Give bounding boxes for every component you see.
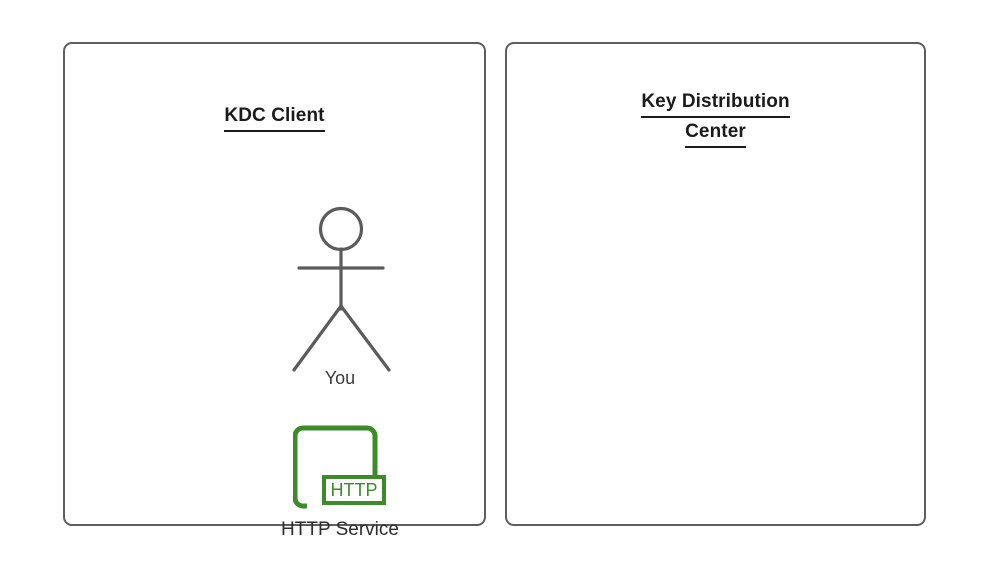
panel-title-line-1: Key Distribution [641,88,790,118]
panel-kdc-client-title: KDC Client [65,102,484,132]
stick-figure-icon [245,199,435,394]
panel-title-line-2: Center [685,118,746,148]
panel-key-distribution-center[interactable]: Key Distribution Center Authentication S… [505,42,926,526]
actor-label-you: You [324,368,356,388]
http-service-label: HTTP Service [281,519,399,540]
http-service-icon: HTTP [293,424,389,512]
panel-kdc-title: Key Distribution Center [507,88,924,148]
panel-kdc-client[interactable]: KDC Client You [63,42,486,540]
panel-title-line: KDC Client [224,102,325,132]
http-badge-text: HTTP [331,480,378,500]
